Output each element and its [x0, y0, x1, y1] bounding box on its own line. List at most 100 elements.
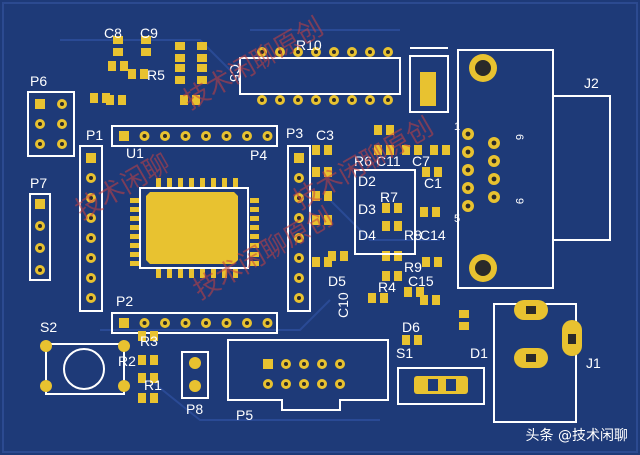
p4-pin: [119, 131, 129, 141]
label-c10: C10: [335, 292, 351, 318]
r10-pin-hole: [350, 50, 354, 54]
label-r7: R7: [380, 189, 398, 205]
p5-pin: [263, 359, 273, 369]
smd-pad: [175, 42, 185, 50]
p6-pin: [35, 99, 45, 109]
p2-pin-hole: [163, 321, 167, 325]
smd-pad: [430, 145, 438, 155]
p3-pin: [294, 153, 304, 163]
p2-pin-hole: [142, 321, 147, 325]
label-j1: J1: [586, 355, 601, 371]
qfp-pad: [233, 269, 238, 278]
p5-pin-hole: [302, 362, 306, 366]
silk-labels: C8 C9 R5 R10 J2 P6 P1 U1 P4 P3 C3 R6 C11…: [30, 25, 601, 423]
smd-pad: [386, 145, 394, 155]
smd-pad: [394, 203, 402, 213]
p7-pin-hole: [38, 268, 42, 272]
label-p2: P2: [116, 293, 133, 309]
qfp-pad: [250, 252, 259, 257]
smd-pad: [312, 167, 320, 177]
p3-pin-hole: [297, 276, 301, 280]
p8-jumper: [181, 351, 209, 399]
qfp-pad: [130, 216, 139, 221]
label-j2-pin5: 5: [454, 213, 460, 225]
p5-pin-hole: [320, 362, 324, 366]
smd-pad: [175, 54, 185, 62]
smd-pad: [113, 36, 123, 44]
label-r9: R9: [404, 259, 422, 275]
smd-pad: [150, 393, 158, 403]
qfp-pad: [130, 225, 139, 230]
smd-pad: [120, 61, 128, 71]
r10-pin-hole: [350, 98, 354, 102]
smd-pad: [432, 295, 440, 305]
label-s1: S1: [396, 345, 413, 361]
p1-header: [79, 145, 103, 312]
label-c14: C14: [420, 227, 446, 243]
p5-pin-hole: [338, 362, 342, 366]
p1-pin: [86, 153, 96, 163]
label-c3: C3: [316, 127, 334, 143]
smd-pad: [128, 69, 136, 79]
smd-pad: [386, 125, 394, 135]
smd-pad: [368, 293, 376, 303]
smd-pad: [414, 335, 422, 345]
qfp-pad: [156, 178, 161, 187]
p1-pin-hole: [89, 176, 93, 180]
qfp-pad: [222, 178, 227, 187]
r10-pin-hole: [386, 98, 390, 102]
qfp-pad: [156, 269, 161, 278]
label-p4: P4: [250, 147, 267, 163]
smd-pad: [175, 64, 185, 72]
r10-resistor-network: [239, 57, 401, 95]
label-p6: P6: [30, 73, 47, 89]
smd-pad: [90, 93, 98, 103]
p1-pin-hole: [89, 276, 93, 280]
smd-pad: [150, 373, 158, 383]
smd-pad: [197, 42, 207, 50]
p7-pin: [35, 199, 45, 209]
smd-pad: [324, 167, 332, 177]
r10-pin-hole: [332, 98, 336, 102]
label-c7: C7: [412, 153, 430, 169]
smd-pad: [138, 331, 146, 341]
label-c1: C1: [424, 175, 442, 191]
p6-pin-hole: [38, 142, 42, 146]
qfp-pad: [167, 269, 172, 278]
smd-pad: [150, 331, 158, 341]
smd-pad: [394, 251, 402, 261]
smd-pad: [324, 145, 332, 155]
p5-pin-hole: [284, 382, 288, 386]
qfp-pad: [222, 269, 227, 278]
smd-pad: [394, 221, 402, 231]
p2-pin-hole: [204, 321, 208, 325]
qfp-pad: [250, 261, 259, 266]
p3-pins: [294, 153, 304, 303]
p5-pin-hole: [338, 382, 342, 386]
smd-pad: [432, 207, 440, 217]
smd-pad: [402, 145, 410, 155]
smd-pad: [422, 257, 430, 267]
smd-pad: [312, 145, 320, 155]
smd-pad: [340, 251, 348, 261]
smd-pad: [108, 61, 116, 71]
label-c11: C11: [376, 153, 401, 169]
smd-pad: [414, 145, 422, 155]
label-d6: D6: [402, 319, 420, 335]
label-p5: P5: [236, 407, 253, 423]
copper-traces: [60, 29, 440, 421]
p1-pins: [86, 153, 96, 303]
label-r1: R1: [144, 377, 162, 393]
p6-header: [27, 91, 75, 157]
label-r5: R5: [147, 67, 165, 83]
label-j2-pin6: 6: [513, 134, 525, 140]
qfp-pad: [189, 269, 194, 278]
smd-pad: [118, 95, 126, 105]
smd-pad: [175, 76, 185, 84]
smd-pad: [138, 355, 146, 365]
smd-pad: [459, 310, 469, 318]
p4-pin-hole: [265, 134, 270, 138]
